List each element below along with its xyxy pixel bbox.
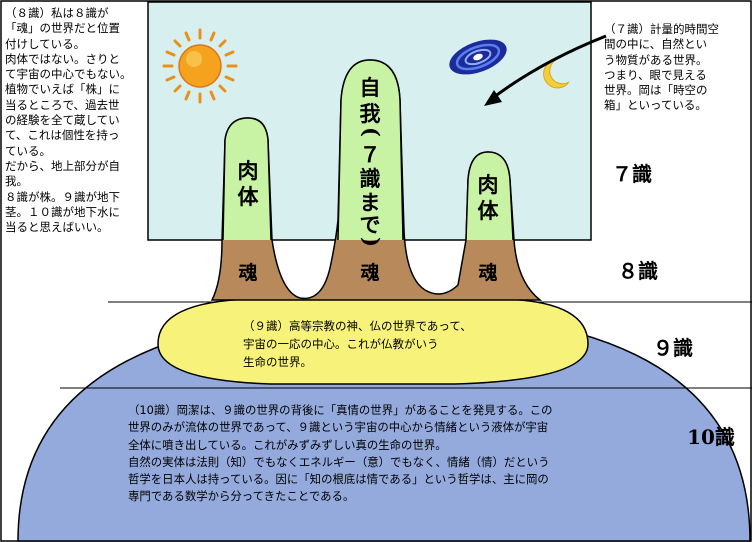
left-note-line: 「魂」の世界だと位置 [5, 21, 120, 36]
peak-left-label-2: 体 [238, 184, 260, 209]
left-note-line: て、これは個性を持っ [5, 128, 120, 143]
nine-text-line: 生命の世界。 [243, 355, 312, 369]
peak-center-label-3: ( [359, 127, 384, 137]
level-label-10: 10識 [687, 425, 735, 449]
ten-text-line: 世界のみが流体の世界であって、９識という宇宙の中心から情緒という液体が宇宙 [128, 420, 549, 435]
peak-right-green [466, 152, 513, 240]
level-label-9: ９識 [653, 336, 693, 360]
level-label-7: ７識 [612, 162, 652, 186]
left-note-line: 茎。１０識が地下水に [5, 204, 120, 219]
left-note-line: 当ると思えばいい。 [5, 220, 109, 235]
level-label-8: ８識 [618, 259, 658, 283]
right-note-line: う物質がある世界。 [604, 52, 708, 67]
left-note-line: 肉体ではない。さりと [5, 51, 120, 66]
left-note: （８識）私は８識が 「魂」の世界だと位置 付けしている。 肉体ではない。さりと … [5, 6, 132, 235]
right-note-line: 世界。岡は「時空の [604, 83, 708, 98]
peak-center-label-4: ７ [360, 142, 381, 167]
right-note: （７識）計量的時間空 間の中に、自然とい う物質がある世界。 つまり、眼で見える… [604, 22, 719, 114]
peak-center-label-5: 識 [360, 166, 381, 191]
left-note-line: の経験を全て蔵してい [5, 113, 120, 128]
crescent-moon-icon [543, 59, 570, 89]
nine-text: （９識）高等宗教の神、仏の世界であって、 宇宙の一応の中心。これが仏教がいう 生… [243, 317, 472, 371]
soul-label-center: 魂 [360, 261, 379, 284]
right-note-line: 箱」といっている。 [604, 98, 707, 113]
left-note-line: 当るところで、過去世 [5, 97, 120, 112]
peak-right-label-2: 体 [478, 198, 500, 223]
left-note-line: て宇宙の中心でもない。 [5, 67, 132, 82]
galaxy-icon [449, 39, 507, 75]
peak-center-label-8: ) [359, 237, 384, 247]
ten-text: （10識）岡潔は、９識の世界の背後に「真情の世界」があることを発見する。この 世… [128, 402, 553, 506]
ten-text-line: 専門である数学から分ってきたことである。 [128, 489, 355, 504]
right-note-line: つまり、眼で見える [604, 67, 707, 82]
left-note-line: 植物でいえば「株」に [5, 82, 120, 97]
peak-center-label-1: 自 [360, 75, 381, 100]
soul-label-left: 魂 [238, 261, 257, 284]
left-note-line: （８識）私は８識が [5, 6, 109, 20]
peak-right-label-1: 肉 [478, 172, 499, 197]
peak-center-label-6: ま [360, 190, 381, 215]
ellipse-9 [157, 298, 589, 385]
left-note-line: だから、地上部分が自 [5, 158, 120, 173]
peak-center-green [338, 60, 403, 240]
ten-text-line: 哲学を日本人は持っている。因に「知の根底は情である」という哲学は、主に岡の [128, 472, 549, 487]
left-note-line: ている。 [5, 143, 51, 158]
ten-text-line: 自然の実体は法則（知）でもなくエネルギー（意）でもなく、情緒（情）だという [128, 454, 550, 469]
ten-text-line: （10識）岡潔は、９識の世界の背後に「真情の世界」があることを発見する。この [128, 403, 553, 417]
left-note-line: 我。 [5, 174, 28, 189]
ten-text-line: 全体に噴き出している。これがみずみずしい真の生命の世界。 [128, 437, 447, 452]
peak-center-label-2: 我 [360, 101, 381, 126]
soul-label-right: 魂 [478, 261, 497, 284]
peak-center-label-7: で [360, 212, 381, 237]
arrow-icon [484, 34, 607, 106]
peak-left-label-1: 肉 [238, 158, 259, 183]
nine-text-line: 宇宙の一応の中心。これが仏教がいう [243, 337, 439, 351]
right-note-line: （７識）計量的時間空 [604, 22, 719, 36]
sun-icon [162, 28, 238, 104]
nine-text-line: （９識）高等宗教の神、仏の世界であって、 [243, 319, 472, 333]
peak-left-green [223, 118, 271, 240]
left-note-line: 付けしている。 [5, 36, 86, 51]
right-note-line: 間の中に、自然とい [604, 37, 708, 52]
left-note-line: ８識が株。９識が地下 [5, 189, 120, 204]
